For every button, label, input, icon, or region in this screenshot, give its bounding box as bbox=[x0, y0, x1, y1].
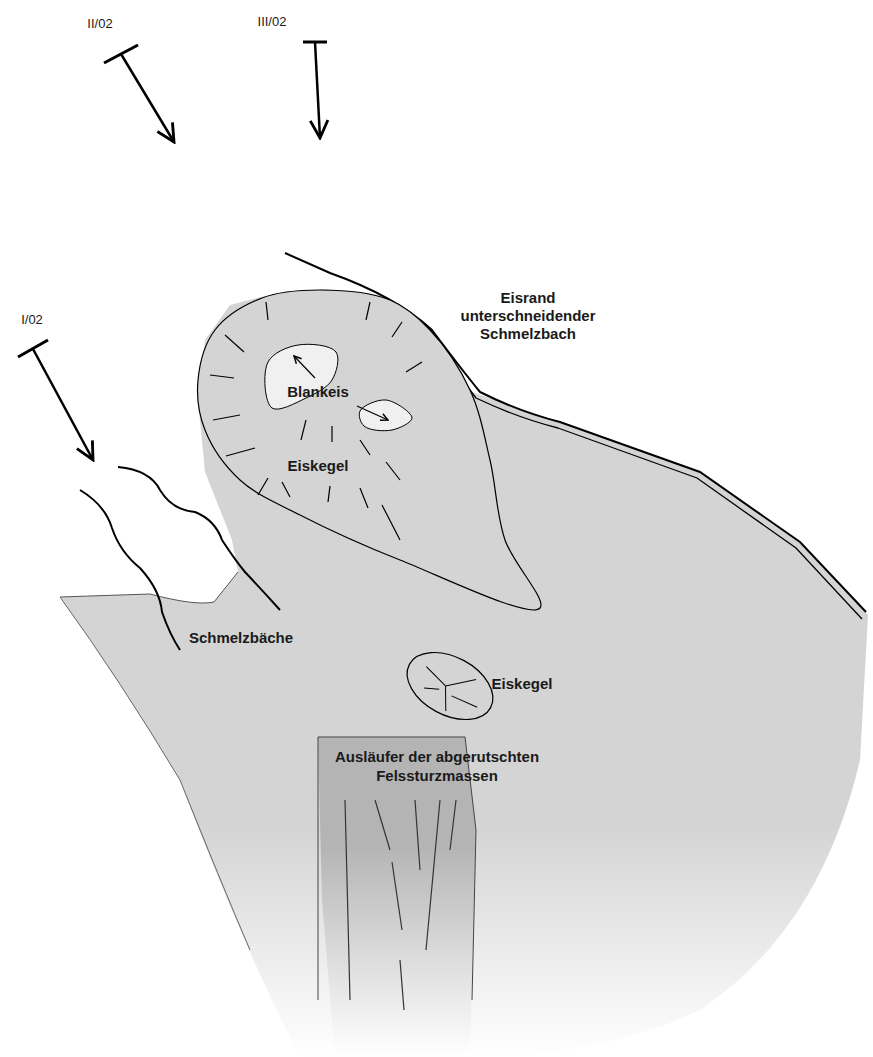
meltwater-stream bbox=[80, 490, 180, 650]
node-text: Eiskegel bbox=[492, 674, 553, 694]
node-text: Ausläufer der abgerutschten Felssturzmas… bbox=[287, 747, 587, 786]
cone-hatch-line bbox=[360, 440, 370, 455]
cone-hatch-line bbox=[213, 415, 240, 420]
flow-arrow bbox=[294, 356, 315, 378]
cone-hatch-line bbox=[328, 486, 330, 502]
ice-cone-outline bbox=[396, 639, 504, 733]
profile-arrow bbox=[315, 42, 320, 138]
profile-arrow bbox=[33, 349, 93, 460]
profile-label: I/02 bbox=[21, 312, 43, 328]
glacier-area bbox=[60, 289, 868, 1057]
ice-cone-small: Eiskegel bbox=[398, 645, 573, 725]
rockfall-streak bbox=[392, 862, 402, 930]
profile-label: III/02 bbox=[258, 14, 287, 30]
cone-hatch-line bbox=[452, 694, 478, 709]
node-text: Blankeis bbox=[287, 382, 349, 402]
cone-hatch-line bbox=[424, 683, 439, 695]
rockfall-deposit: Ausläufer der abgerutschten Felssturzmas… bbox=[280, 730, 600, 1057]
cone-hatch-line bbox=[366, 302, 370, 320]
rockfall-streak bbox=[450, 800, 456, 850]
cone-hatch-line bbox=[301, 420, 306, 440]
rockfall-streak bbox=[415, 800, 420, 870]
cone-hatch-line bbox=[360, 488, 368, 508]
cone-hatch-line bbox=[406, 362, 422, 372]
flow-arrow bbox=[357, 406, 388, 420]
rockfall-streak bbox=[400, 960, 404, 1010]
rockfall-streak bbox=[375, 800, 390, 850]
cone-hatch-line bbox=[258, 478, 268, 495]
cone-hatch-line bbox=[382, 505, 400, 540]
bare-ice-patch bbox=[359, 400, 412, 431]
cone-hatch-line bbox=[266, 302, 268, 320]
rockfall-tongue bbox=[318, 737, 476, 1057]
glacier-left-flank bbox=[60, 597, 250, 950]
cone-hatch-line bbox=[423, 667, 450, 686]
profile-arrow bbox=[121, 54, 174, 142]
node-text: Eiskegel bbox=[288, 456, 349, 476]
map-label: Schmelzbäche bbox=[189, 629, 293, 647]
profile-label: II/02 bbox=[87, 16, 112, 32]
rockfall-streak bbox=[426, 800, 440, 950]
cone-hatch-line bbox=[386, 462, 400, 480]
cone-hatch-line bbox=[210, 375, 234, 378]
profile-bar bbox=[18, 340, 48, 357]
cone-hatch-line bbox=[331, 426, 332, 442]
cone-hatch-line bbox=[226, 448, 255, 456]
cone-hatch-line bbox=[225, 335, 244, 352]
glacier-left-edge bbox=[60, 572, 238, 603]
map-label: Eisrand unterschneidender Schmelzbach bbox=[453, 289, 603, 343]
cone-hatch-line bbox=[392, 322, 402, 337]
cone-hatch-line bbox=[282, 482, 290, 497]
cone-hatch-line bbox=[446, 668, 477, 697]
rockfall-streak bbox=[345, 800, 350, 1000]
